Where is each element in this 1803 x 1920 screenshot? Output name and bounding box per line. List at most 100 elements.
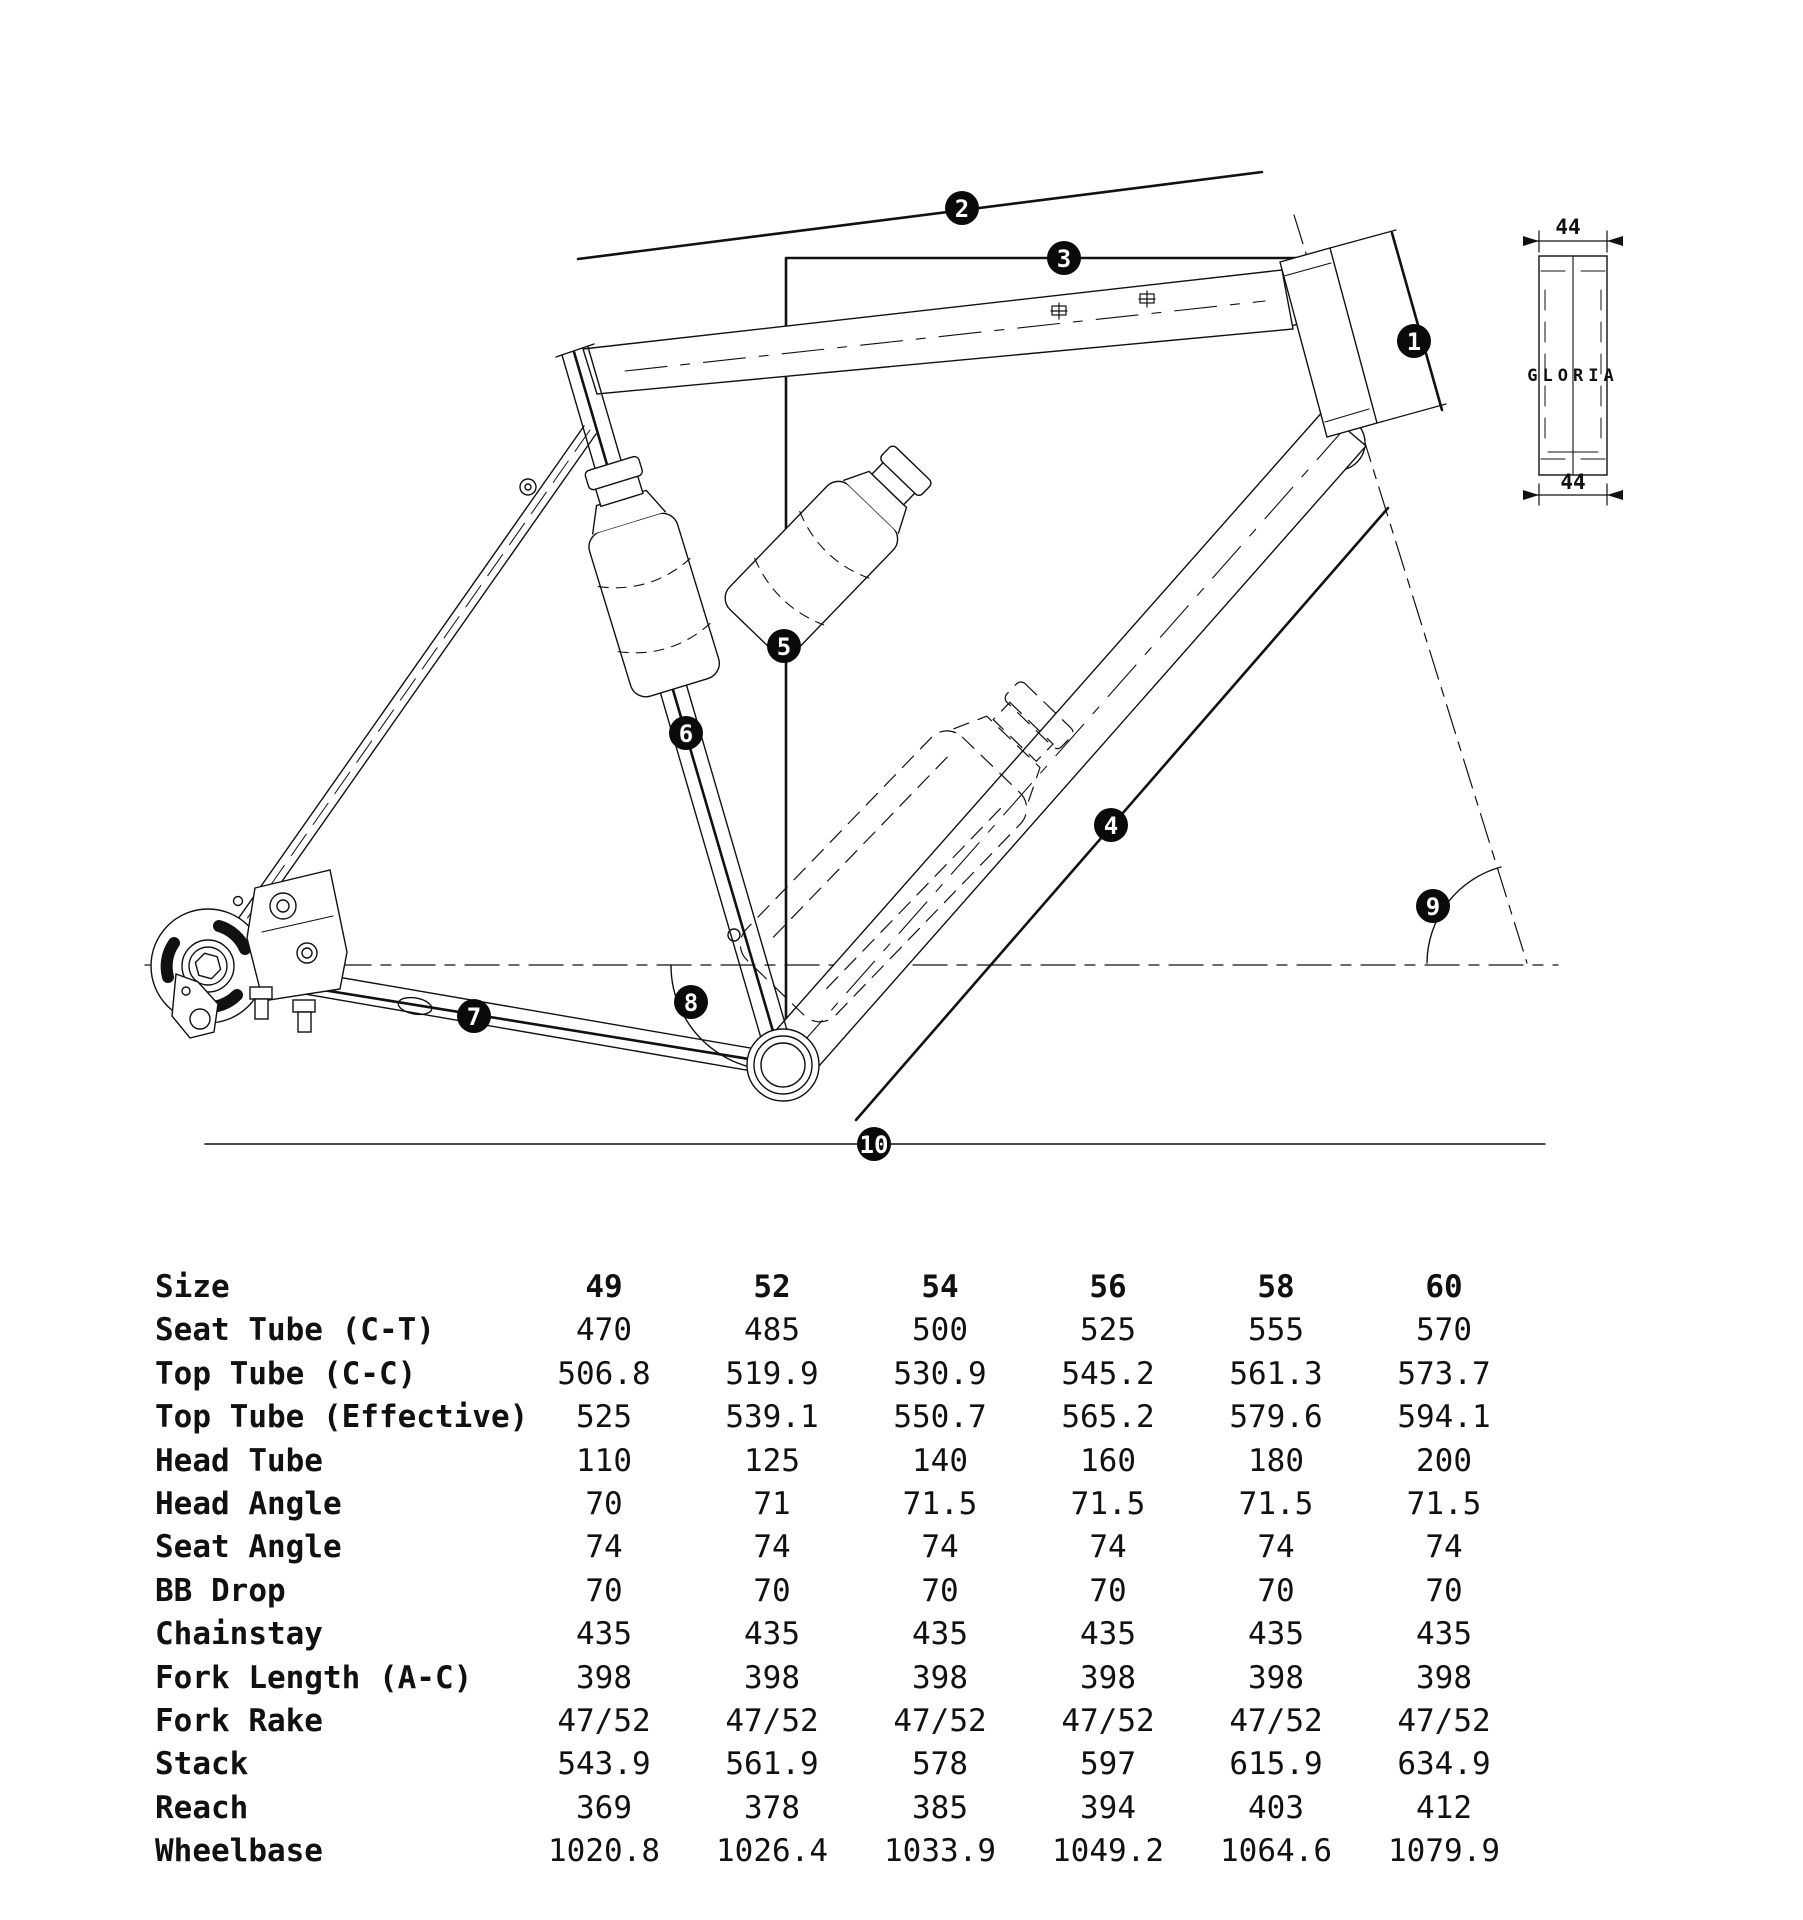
svg-text:1: 1 (1407, 328, 1421, 356)
svg-text:10: 10 (860, 1131, 889, 1159)
svg-text:3: 3 (1057, 245, 1071, 273)
marker-9: 9 (1416, 889, 1450, 923)
table-cell: 74 (1425, 1529, 1463, 1566)
table-cell: 160 (1080, 1442, 1136, 1479)
seat-stay (211, 425, 585, 957)
table-cell: 525 (1080, 1312, 1136, 1349)
table-row-label: Top Tube (Effective) (155, 1399, 529, 1436)
extension-tick (1376, 403, 1447, 424)
table-cell: 71.5 (1070, 1486, 1146, 1523)
svg-text:4: 4 (1104, 812, 1118, 840)
head-tube-width-dim-bottom: 44 (1560, 470, 1585, 494)
marker-3: 3 (1047, 241, 1081, 275)
table-cell: 530.9 (893, 1355, 987, 1392)
table-cell: 435 (576, 1616, 632, 1653)
table-cell: 1079.9 (1388, 1833, 1500, 1870)
stay-mount-hole (519, 478, 537, 496)
svg-text:9: 9 (1426, 893, 1440, 921)
table-cell: 398 (1080, 1659, 1136, 1696)
head-tube (1279, 247, 1378, 438)
table-cell: 110 (576, 1442, 632, 1479)
bottom-bracket (746, 1028, 820, 1102)
table-cell: 555 (1248, 1312, 1304, 1349)
brand-label: GLORIA (1527, 366, 1618, 386)
chainstay-port (397, 996, 433, 1016)
size-column-header: 56 (1089, 1269, 1127, 1305)
table-cell: 578 (912, 1746, 968, 1783)
head-tube-detail: 44 44 GLORIA (1523, 215, 1623, 506)
head-tube-width-dim-top: 44 (1555, 215, 1580, 239)
table-cell: 539.1 (725, 1399, 819, 1436)
table-cell: 506.8 (557, 1355, 651, 1392)
marker-6: 6 (669, 716, 703, 750)
table-row-label: Seat Angle (155, 1529, 342, 1566)
table-cell: 71.5 (1406, 1486, 1482, 1523)
table-cell: 435 (744, 1616, 800, 1653)
table-cell: 398 (744, 1659, 800, 1696)
table-cell: 634.9 (1397, 1746, 1491, 1783)
table-cell: 545.2 (1061, 1355, 1155, 1392)
svg-text:5: 5 (777, 633, 791, 661)
table-cell: 519.9 (725, 1355, 819, 1392)
table-row-label: Fork Length (A-C) (155, 1659, 473, 1696)
table-cell: 74 (921, 1529, 959, 1566)
table-cell: 125 (744, 1442, 800, 1479)
table-cell: 1033.9 (884, 1833, 996, 1870)
svg-text:2: 2 (955, 195, 969, 223)
table-cell: 565.2 (1061, 1399, 1155, 1436)
table-cell: 74 (585, 1529, 623, 1566)
marker-2: 2 (945, 191, 979, 225)
table-cell: 71.5 (1238, 1486, 1314, 1523)
table-cell: 435 (912, 1616, 968, 1653)
seat-tube-top-cap (555, 343, 595, 358)
table-cell: 378 (744, 1789, 800, 1826)
table-cell: 398 (1248, 1659, 1304, 1696)
table-cell: 71.5 (902, 1486, 978, 1523)
disc-caliper (246, 869, 348, 1033)
table-row-label: Fork Rake (155, 1703, 323, 1740)
table-cell: 435 (1248, 1616, 1304, 1653)
marker-10: 10 (857, 1127, 891, 1161)
table-cell: 485 (744, 1312, 800, 1349)
table-cell: 500 (912, 1312, 968, 1349)
size-column-header: 58 (1257, 1269, 1295, 1305)
table-row-label: Reach (155, 1789, 249, 1826)
table-cell: 1064.6 (1220, 1833, 1332, 1870)
table-cell: 47/52 (1229, 1703, 1323, 1740)
table-cell: 435 (1080, 1616, 1136, 1653)
size-column-header: 54 (921, 1269, 959, 1305)
table-cell: 70 (1257, 1572, 1295, 1609)
table-cell: 200 (1416, 1442, 1472, 1479)
table-cell: 561.3 (1229, 1355, 1323, 1392)
table-cell: 561.9 (725, 1746, 819, 1783)
marker-8: 8 (674, 985, 708, 1019)
seat-tube-bottle (584, 455, 720, 698)
seat-tube (587, 346, 797, 1062)
table-cell: 597 (1080, 1746, 1136, 1783)
table-cell: 180 (1248, 1442, 1304, 1479)
marker-7: 7 (457, 999, 491, 1033)
table-cell: 398 (1416, 1659, 1472, 1696)
table-cell: 1020.8 (548, 1833, 660, 1870)
size-column-header: 52 (753, 1269, 791, 1305)
table-cell: 140 (912, 1442, 968, 1479)
table-cell: 615.9 (1229, 1746, 1323, 1783)
table-cell: 71 (753, 1486, 791, 1523)
table-cell: 525 (576, 1399, 632, 1436)
cable-guide-icon (1050, 290, 1156, 320)
table-cell: 47/52 (557, 1703, 651, 1740)
table-cell: 70 (1425, 1572, 1463, 1609)
table-cell: 573.7 (1397, 1355, 1491, 1392)
table-cell: 47/52 (893, 1703, 987, 1740)
rear-dropout (150, 908, 266, 1039)
table-cell: 70 (921, 1572, 959, 1609)
table-cell: 385 (912, 1789, 968, 1826)
table-cell: 1049.2 (1052, 1833, 1164, 1870)
table-cell: 74 (1257, 1529, 1295, 1566)
table-row-label: Head Angle (155, 1486, 342, 1523)
table-cell: 570 (1416, 1312, 1472, 1349)
table-row-label: BB Drop (155, 1572, 286, 1609)
table-cell: 47/52 (1397, 1703, 1491, 1740)
table-row-label: Head Tube (155, 1442, 323, 1479)
